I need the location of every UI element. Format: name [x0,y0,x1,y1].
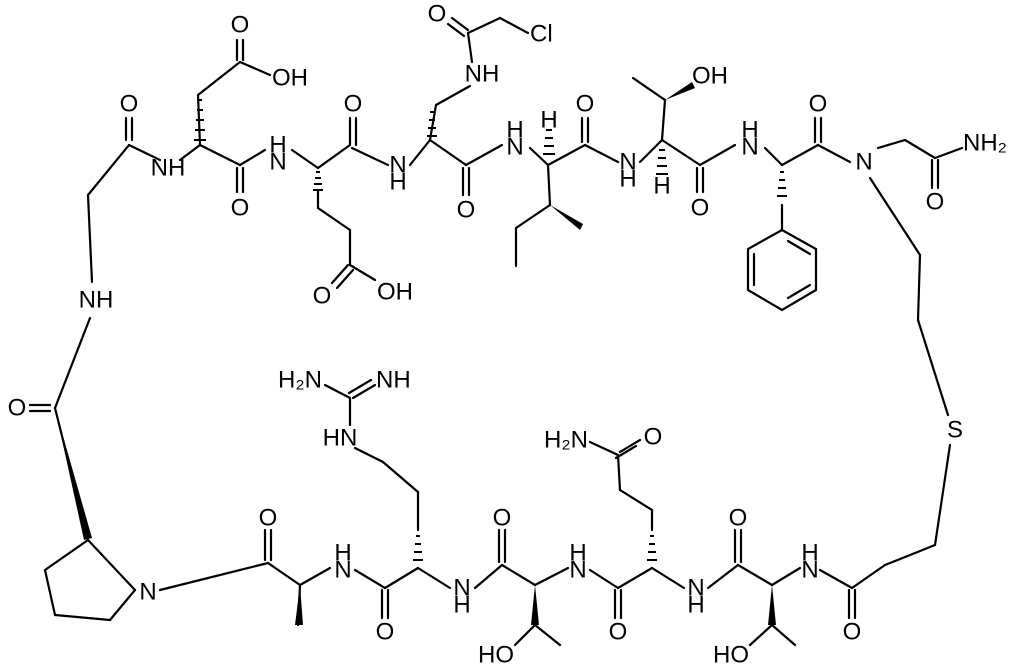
atom-o: O [428,1,447,28]
atom-n: N [619,149,636,176]
hashed-bond [777,171,787,197]
atom-n: N [269,149,286,176]
wedge-bond [295,585,303,625]
atom-oh: OH [377,279,413,306]
hashed-bond [647,535,657,561]
atom-o: O [8,395,27,422]
atom-o: O [809,91,828,118]
hashed-bond [543,129,555,155]
atom-o: O [493,505,512,532]
bottom-chain-bonds [28,316,952,647]
atom-h: H [619,166,636,193]
atom-o: O [231,195,250,222]
atom-o: O [644,424,663,451]
atom-labels: O Cl NH O OH O NH O H N O OH O N H O H N… [8,1,1007,669]
atom-n: N [334,557,351,584]
atom-h: H [801,540,818,567]
atom-h2n: H₂N [278,367,322,394]
atom-hn: HN [323,425,358,452]
atom-h: H [569,540,586,567]
atom-h2n: H₂N [544,427,588,454]
wedge-bond [531,585,539,625]
atom-n: N [389,152,406,179]
atom-o: O [259,505,278,532]
atom-h: H [540,107,557,134]
atom-nh: NH [465,61,500,88]
atom-h: H [741,117,758,144]
atom-n: N [801,557,818,584]
atom-nh2: NH₂ [963,130,1007,157]
atom-n: N [506,134,523,161]
wedge-bond [665,82,695,100]
atom-n: N [139,579,156,606]
atom-oh: OH [272,65,308,92]
atom-nh: NH [376,367,411,394]
top-chain-bonds [86,16,964,417]
atom-h: H [687,592,704,619]
atom-o: O [926,189,945,216]
atom-n: N [741,134,758,161]
atom-n: N [453,575,470,602]
hashed-bond [427,111,437,137]
atom-o: O [344,91,363,118]
atom-o: O [729,505,748,532]
atom-ho: HO [478,642,514,669]
wedge-bond [55,408,92,540]
atom-o: O [691,195,710,222]
atom-o: O [376,619,395,646]
atom-n: N [687,575,704,602]
atom-h: H [453,592,470,619]
atom-nh: NH [151,155,186,182]
atom-h: H [653,173,670,200]
atom-o: O [231,12,250,39]
hashed-bond [413,535,423,561]
atom-n: N [855,149,872,176]
atom-cl: Cl [530,21,553,48]
atom-o: O [843,619,862,646]
atom-nh: NH [79,287,114,314]
hashed-bond [313,171,323,191]
atom-o: O [609,619,628,646]
atom-h: H [506,117,523,144]
hashed-bond [194,99,206,141]
atom-h: H [334,540,351,567]
atom-h: H [389,169,406,196]
atom-ho: HO [713,642,749,669]
atom-o: O [120,91,139,118]
atom-s: S [947,417,963,444]
wedge-bond [550,205,583,230]
atom-h: H [269,132,286,159]
wedge-bond [768,585,776,625]
atom-o: O [576,91,595,118]
atom-oh: OH [692,63,728,90]
hashed-bond [656,149,668,175]
atom-o: O [313,283,332,310]
atom-n: N [569,557,586,584]
stereo-bonds [55,82,787,625]
atom-o: O [457,197,476,224]
